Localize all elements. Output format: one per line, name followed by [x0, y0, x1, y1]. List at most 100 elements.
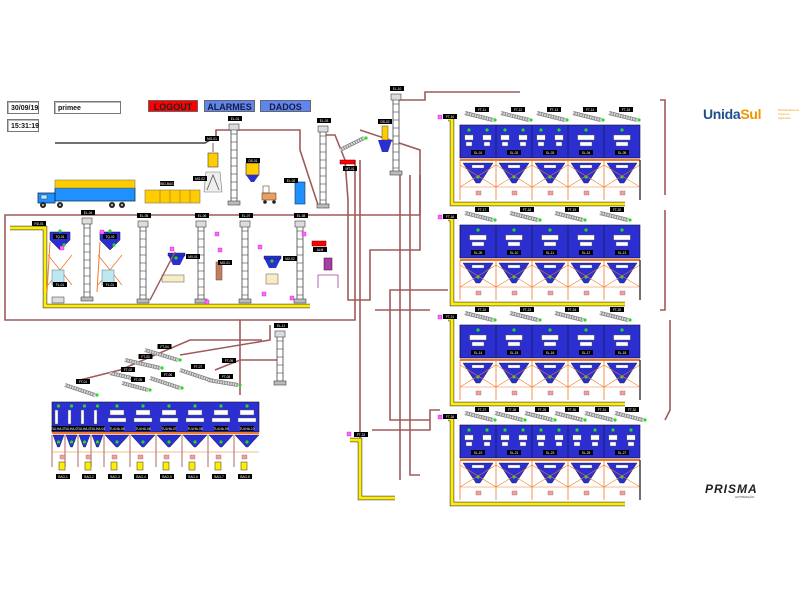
- silo-tag[interactable]: SL-19: [474, 451, 483, 455]
- silo-tag[interactable]: SL-11: [546, 251, 554, 255]
- elevator-tag[interactable]: EL-04: [84, 211, 93, 215]
- conveyor-tag[interactable]: FT-09: [225, 359, 234, 363]
- conveyor-tag[interactable]: FT-31: [598, 408, 607, 412]
- conveyor-tag[interactable]: FT-13: [550, 108, 559, 112]
- alarm-tag[interactable]: ALM: [317, 248, 324, 252]
- silo-tag[interactable]: TULHA-02: [64, 427, 79, 431]
- silo-tag[interactable]: SL-21: [510, 451, 519, 455]
- mixer-tag[interactable]: MX-01: [188, 255, 198, 259]
- silo-tag[interactable]: DS-02: [380, 120, 389, 124]
- silo-tag[interactable]: TULHA-03: [77, 427, 92, 431]
- silo-tag[interactable]: TULHA-09: [213, 427, 228, 431]
- conveyor-tag[interactable]: FT-02: [124, 368, 133, 372]
- conveyor-tag[interactable]: FT-23: [523, 308, 532, 312]
- alarms-button[interactable]: ALARMES: [204, 100, 255, 112]
- conveyor-tag[interactable]: FT-30: [568, 408, 577, 412]
- bagger-tag[interactable]: BAG-7: [214, 475, 224, 479]
- conveyor-tag[interactable]: FT-15: [622, 108, 631, 112]
- silo-tag[interactable]: SL-14: [474, 351, 483, 355]
- elevator-tag[interactable]: EL-01: [231, 117, 240, 121]
- silo-tag[interactable]: TULHA-06: [135, 427, 150, 431]
- conveyor-tag[interactable]: FT-01: [79, 380, 88, 384]
- conveyor-tag[interactable]: FT-06: [164, 373, 173, 377]
- conveyor-tag[interactable]: RD-01: [34, 222, 43, 226]
- silo-tag[interactable]: SL-03: [546, 151, 555, 155]
- elevator-tag[interactable]: EL-11: [277, 324, 285, 328]
- silo-tag[interactable]: TULHA-07: [161, 427, 176, 431]
- conveyor-tag[interactable]: FT-17: [478, 208, 487, 212]
- conveyor-tag[interactable]: FT-26: [446, 415, 455, 419]
- bagger-tag[interactable]: BAG-3: [110, 475, 120, 479]
- silo-tag[interactable]: TULHA-08: [187, 427, 202, 431]
- silo-tag[interactable]: SL-25: [582, 451, 591, 455]
- elevator-tag[interactable]: EL-05: [140, 214, 149, 218]
- silo-tag[interactable]: TULHA-04: [90, 427, 105, 431]
- logout-button[interactable]: LOGOUT: [148, 100, 198, 112]
- conveyor-tag[interactable]: FT-11: [478, 108, 486, 112]
- tank-tag[interactable]: TQ-01: [55, 235, 64, 239]
- silo-tag[interactable]: SL-23: [546, 451, 555, 455]
- conveyor-tag[interactable]: FT-27: [478, 408, 487, 412]
- tank-tag[interactable]: TQ-02: [105, 235, 114, 239]
- motor-tag[interactable]: MT-01: [345, 167, 354, 171]
- bagger-tag[interactable]: BAG-6: [188, 475, 198, 479]
- elevator-tag[interactable]: EL-08: [297, 214, 306, 218]
- silo-tag[interactable]: SL-18: [618, 351, 627, 355]
- silo-tag[interactable]: SL-15: [510, 351, 519, 355]
- silo-tag[interactable]: SL-01: [474, 151, 483, 155]
- conveyor-tag[interactable]: FT-14: [586, 108, 595, 112]
- conveyor-tag[interactable]: FT-32: [628, 408, 637, 412]
- elevator-tag[interactable]: EL-10: [393, 87, 402, 91]
- mixer-tag[interactable]: MX-02: [285, 257, 295, 261]
- silo-tag[interactable]: SL-09: [474, 251, 483, 255]
- silo-tag[interactable]: TULHA-10: [239, 427, 254, 431]
- conveyor-tag[interactable]: FT-25: [613, 308, 622, 312]
- hopper-tag[interactable]: MG-01: [207, 137, 217, 141]
- conveyor-tag[interactable]: FT-12: [514, 108, 523, 112]
- elevator-tag[interactable]: EL-03: [320, 119, 329, 123]
- bagger-tag[interactable]: BAG-2: [84, 475, 94, 479]
- silo-tag[interactable]: SL-02: [510, 151, 519, 155]
- silo-tag[interactable]: TULHA-05: [109, 427, 124, 431]
- conveyor-tag[interactable]: FT-03: [141, 355, 150, 359]
- conveyor-tag[interactable]: FT-24: [568, 308, 577, 312]
- conveyor-tag[interactable]: FT-33: [357, 433, 366, 437]
- filter-tag[interactable]: FL-01: [106, 283, 115, 287]
- user-field[interactable]: primee: [54, 101, 121, 114]
- silo-tag[interactable]: SL-17: [582, 351, 591, 355]
- bagger-tag[interactable]: BAG-4: [136, 475, 146, 479]
- silo-tag[interactable]: SL-10: [510, 251, 519, 255]
- elevator-tag[interactable]: EL-06: [198, 214, 207, 218]
- machine-tag[interactable]: EL-02: [287, 179, 296, 183]
- conveyor-tag[interactable]: FT-04: [160, 345, 169, 349]
- silo-tag[interactable]: SL-16: [546, 351, 555, 355]
- conveyor-tag[interactable]: FT-19: [568, 208, 577, 212]
- data-button[interactable]: DADOS: [260, 100, 311, 112]
- silo-tag[interactable]: SL-05: [618, 151, 627, 155]
- hopper-tag[interactable]: MG-02: [195, 177, 205, 181]
- elevator-tag[interactable]: EL-07: [242, 214, 251, 218]
- silo-tag[interactable]: TULHA-01: [51, 427, 66, 431]
- conveyor-tag[interactable]: FT-10: [446, 115, 455, 119]
- conveyor-tag[interactable]: FT-08: [222, 375, 231, 379]
- silo-tag[interactable]: SL-13: [618, 251, 627, 255]
- conveyor-tag[interactable]: FT-18: [523, 208, 532, 212]
- conveyor-tag[interactable]: FT-29: [538, 408, 547, 412]
- bagger-tag[interactable]: BAG-1: [58, 475, 68, 479]
- silo-tag[interactable]: SL-27: [618, 451, 627, 455]
- filter-tag[interactable]: FL-01: [56, 283, 65, 287]
- big-bag-tag[interactable]: BIG-BAG: [160, 182, 174, 186]
- conveyor-tag[interactable]: FT-28: [508, 408, 517, 412]
- mill-tag[interactable]: MO-01: [220, 261, 230, 265]
- conveyor-tag[interactable]: FT-21: [446, 315, 455, 319]
- conveyor-tag[interactable]: FT-16: [446, 215, 455, 219]
- conveyor-tag[interactable]: FT-05: [134, 378, 143, 382]
- silo-tag[interactable]: SL-04: [582, 151, 591, 155]
- dosing-tag[interactable]: DS-01: [248, 159, 257, 163]
- conveyor-tag[interactable]: FT-22: [478, 308, 487, 312]
- silo-tag[interactable]: SL-12: [582, 251, 591, 255]
- conveyor-tag[interactable]: FT-07: [194, 365, 203, 369]
- bagger-tag[interactable]: BAG-5: [162, 475, 172, 479]
- conveyor-tag[interactable]: FT-20: [613, 208, 622, 212]
- bagger-tag[interactable]: BAG-8: [240, 475, 250, 479]
